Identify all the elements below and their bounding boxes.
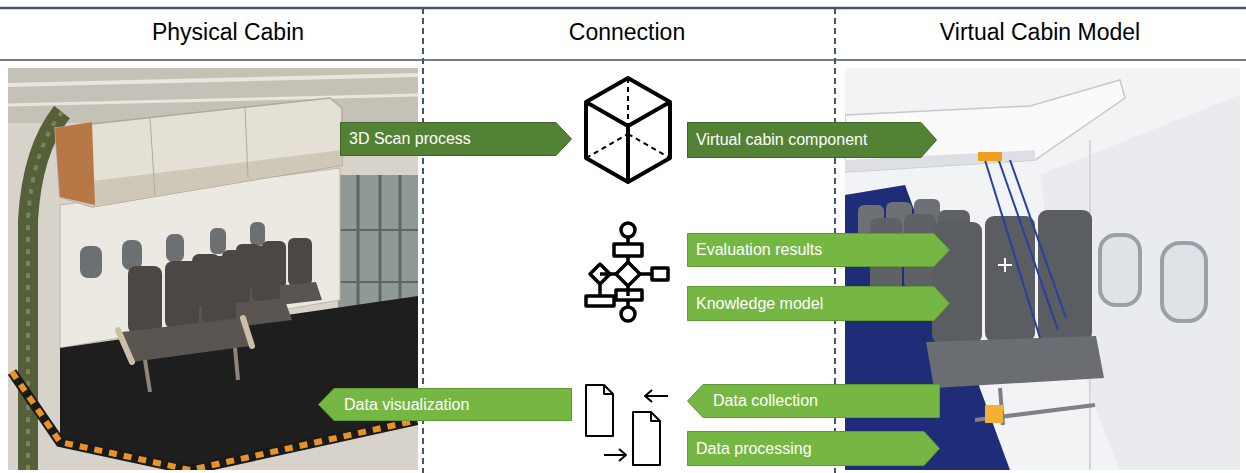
flowchart-icon-part: [616, 262, 640, 286]
documents-icon: [586, 385, 668, 465]
virtual-cabin-render-part: [1010, 160, 1066, 318]
physical-cabin-photo-part: [60, 296, 418, 470]
documents-icon-part: [651, 412, 660, 421]
column-header: Connection: [427, 19, 827, 46]
documents-icon-part: [645, 390, 652, 402]
seat-row-part: [243, 318, 252, 346]
flowchart-icon-part: [590, 264, 610, 284]
cube-icon: [586, 78, 670, 182]
cube-icon-part: [628, 134, 670, 158]
physical-cabin-photo-part: [55, 98, 342, 207]
flowchart-icon-part: [621, 223, 635, 237]
physical-cabin-photo-part: [122, 240, 142, 270]
physical-cabin-photo-part: [338, 229, 418, 231]
virtual-cabin-render-part: [1004, 258, 1006, 272]
physical-cabin-photo-part: [150, 117, 155, 195]
seat-row-part: [252, 246, 280, 302]
physical-cabin-photo-part: [8, 95, 418, 105]
arrow-fill: [341, 123, 572, 156]
physical-cabin-photo-part: [60, 150, 342, 207]
arrow-shape: Knowledge model: [687, 286, 950, 321]
virtual-cabin-render-part: [1162, 243, 1206, 321]
seat-row-part: [926, 336, 1104, 388]
arrow-shape: Virtual cabin component: [687, 122, 937, 158]
seat-row-part: [122, 318, 250, 362]
arrow-shape: Data collection: [687, 384, 940, 418]
documents-icon-part: [604, 385, 613, 394]
virtual-cabin-render-part: [978, 152, 1002, 161]
arrow-shape: Evaluation results: [687, 233, 950, 267]
arrow-shape: Data processing: [687, 431, 940, 466]
arrow-label: 3D Scan process: [349, 130, 471, 148]
arrow-label: Data visualization: [344, 396, 469, 414]
flowchart-icon: [586, 223, 668, 321]
arrow-label: Data processing: [696, 440, 812, 458]
seat-row-part: [165, 261, 199, 329]
seat-row: [118, 238, 322, 392]
seat-row-part: [985, 216, 1035, 342]
physical-cabin-photo-part: [210, 228, 226, 254]
documents-icon-part: [633, 412, 660, 465]
cube-icon-part: [586, 134, 628, 158]
virtual-cabin-render-part: [985, 160, 1040, 338]
cube-icon-part: [627, 78, 629, 134]
arrow-fill: [688, 123, 937, 158]
arrow-shape: Data visualization: [318, 388, 572, 421]
flowchart-icon-part: [640, 272, 652, 276]
arrow-fill: [688, 385, 940, 418]
frame-lines-part: [0, 59, 1246, 61]
arrow-shape: 3D Scan process: [340, 122, 572, 156]
physical-cabin-photo-part: [245, 107, 248, 178]
arrow-fill: [688, 234, 950, 267]
physical-cabin-photo-part: [250, 222, 265, 246]
seat-row-part: [145, 360, 150, 392]
physical-cabin-photo-part: [8, 75, 418, 85]
seat-row-part: [288, 238, 312, 286]
arrow-label: Knowledge model: [696, 295, 823, 313]
arrow-label: Virtual cabin component: [696, 131, 867, 149]
seat-row-part: [118, 330, 132, 362]
virtual-cabin-render-part: [985, 405, 1003, 423]
column-header: Virtual Cabin Model: [840, 19, 1240, 46]
documents-icon-part: [645, 395, 668, 397]
virtual-cabin-render-part: [998, 158, 1058, 330]
physical-cabin-photo-part: [80, 246, 102, 278]
seat-row-part: [202, 256, 236, 324]
arrow-label: Data collection: [713, 392, 818, 410]
flowchart-icon-part: [652, 268, 668, 280]
flowchart-icon-part: [586, 296, 614, 306]
frame-lines-part: [0, 7, 1246, 10]
virtual-cabin-render-part: [1100, 235, 1140, 305]
flowchart-icon-part: [616, 290, 642, 300]
arrow-fill: [688, 432, 940, 466]
flowchart-icon-part: [621, 307, 635, 321]
seat-row-part: [235, 348, 238, 380]
documents-icon-part: [619, 449, 626, 461]
physical-cabin-photo-part: [166, 234, 184, 262]
seat-row-part: [1038, 210, 1092, 342]
flowchart-icon-part: [614, 244, 642, 256]
physical-cabin-photo-part: [55, 122, 95, 205]
flowchart-icon-part: [598, 284, 602, 296]
seat-row-part: [128, 266, 162, 334]
arrow-fill: [319, 389, 572, 421]
frame-lines: [0, 8, 1246, 473]
arrow-fill: [688, 287, 950, 321]
arrow-label: Evaluation results: [696, 241, 822, 259]
documents-icon-part: [586, 385, 613, 436]
column-header: Physical Cabin: [28, 19, 428, 46]
cube-icon-part: [586, 78, 670, 182]
physical-cabin-photo-part: [338, 281, 418, 283]
documents-icon-part: [604, 454, 626, 456]
